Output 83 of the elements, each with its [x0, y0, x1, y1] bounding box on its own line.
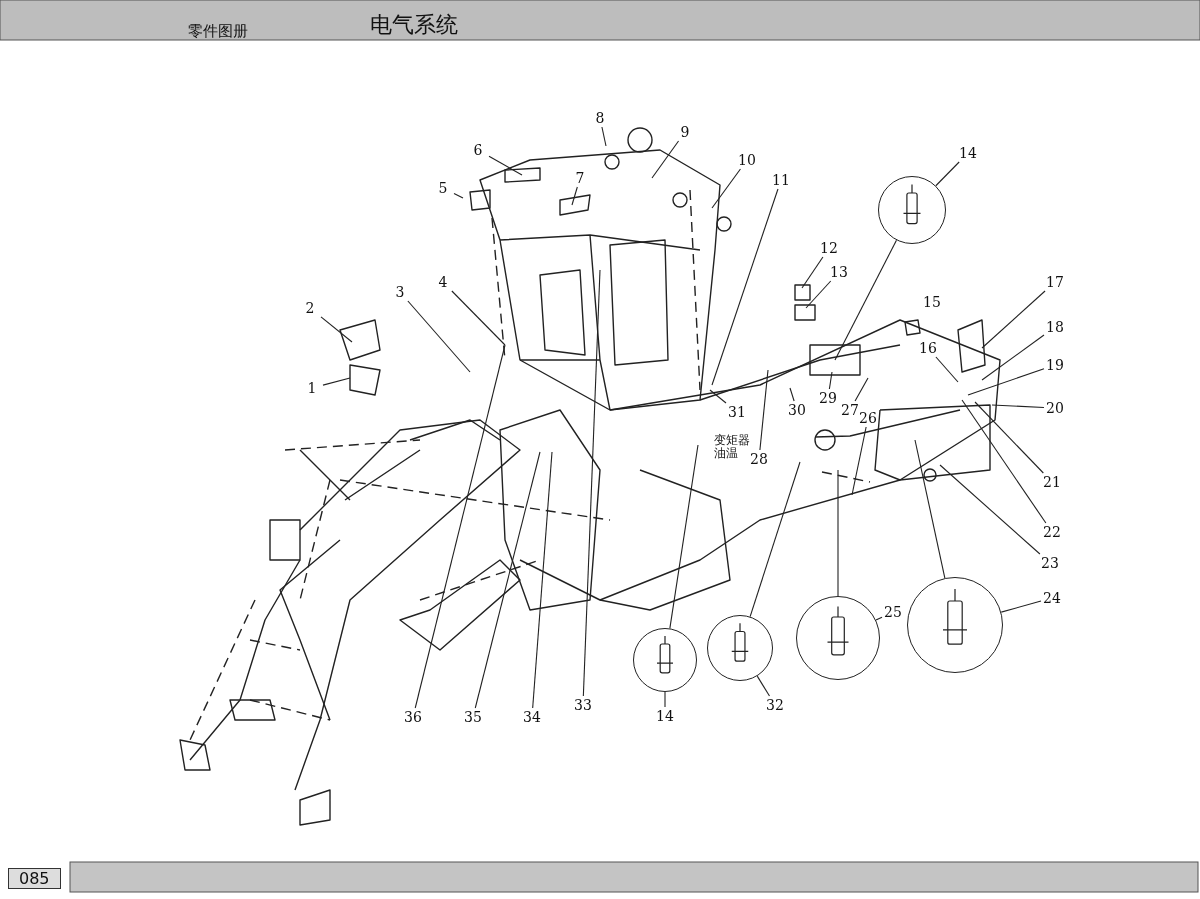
callout-number: 20 [1045, 400, 1065, 416]
leader-line [801, 256, 824, 289]
leader-line [582, 269, 601, 697]
leader-line [935, 356, 959, 383]
page-number: 085 [8, 868, 61, 889]
callout-number: 21 [1042, 474, 1062, 490]
page-title: 电气系统 [370, 11, 458, 39]
leader-line [961, 399, 1047, 524]
detail-circle [878, 176, 946, 244]
leader-line [488, 155, 523, 176]
callout-number: 16 [918, 340, 938, 356]
leader-line [981, 290, 1046, 349]
leader-line [709, 389, 727, 404]
leader-line [981, 334, 1045, 381]
leader-line [749, 461, 801, 618]
callout-number: 5 [433, 180, 453, 196]
leader-line [651, 140, 680, 179]
callout-number: 31 [727, 404, 747, 420]
leader-line [711, 188, 779, 386]
leader-line [1000, 600, 1042, 613]
leader-line [991, 404, 1045, 409]
callout-number: 32 [765, 697, 785, 713]
callout-number: 7 [570, 170, 590, 186]
callout-number: 35 [463, 709, 483, 725]
oil-temperature-label: 变矩器油温 [714, 434, 751, 460]
leader-line [407, 300, 471, 373]
callout-number: 4 [433, 274, 453, 290]
callout-number: 34 [522, 709, 542, 725]
callout-number: 3 [390, 284, 410, 300]
leader-line [453, 192, 464, 199]
callout-number: 22 [1042, 524, 1062, 540]
callout-number: 27 [840, 402, 860, 418]
callout-number: 18 [1045, 319, 1065, 335]
section-label: 零件图册 [188, 22, 248, 41]
leader-line [854, 377, 869, 402]
leader-line [805, 280, 832, 309]
leader-line [837, 469, 839, 597]
leader-line [474, 451, 541, 709]
callout-number: 29 [818, 390, 838, 406]
callout-number: 25 [883, 604, 903, 620]
callout-number: 26 [858, 410, 878, 426]
callout-number: 19 [1045, 357, 1065, 373]
leader-line [571, 186, 578, 206]
leader-line [669, 444, 699, 629]
leader-line [851, 426, 867, 496]
callout-number: 11 [771, 172, 791, 188]
callout-number: 28 [749, 451, 769, 467]
callout-number: 36 [403, 709, 423, 725]
callout-number: 24 [1042, 590, 1062, 606]
leader-line [939, 464, 1041, 555]
leader-line [935, 161, 960, 187]
callout-number: 33 [573, 697, 593, 713]
leader-line [601, 126, 607, 147]
callout-number: 2 [300, 300, 320, 316]
callout-number: 23 [1040, 555, 1060, 571]
callout-number: 17 [1045, 274, 1065, 290]
callout-number: 9 [675, 124, 695, 140]
callout-number: 10 [737, 152, 757, 168]
leader-line [756, 675, 770, 697]
leader-line [967, 368, 1045, 396]
leader-line [828, 371, 833, 390]
leader-line [414, 344, 506, 709]
leader-line [914, 439, 946, 579]
leader-line [322, 377, 351, 386]
callout-number: 1 [302, 380, 322, 396]
callout-number: 15 [922, 294, 942, 310]
callout-number: 30 [787, 402, 807, 418]
callout-number: 6 [468, 142, 488, 158]
leader-line [789, 387, 795, 402]
leader-line [532, 451, 553, 709]
leader-line [834, 239, 897, 361]
leader-line [664, 691, 666, 708]
leader-line [974, 401, 1044, 474]
leader-line [759, 369, 769, 451]
callout-number: 14 [655, 708, 675, 724]
callout-number: 13 [829, 264, 849, 280]
leader-line [875, 616, 883, 621]
callout-number: 8 [590, 110, 610, 126]
leader-line [320, 316, 353, 343]
leader-line [711, 168, 741, 209]
callout-number: 12 [819, 240, 839, 256]
leader-line [451, 290, 506, 346]
callout-number: 14 [958, 145, 978, 161]
